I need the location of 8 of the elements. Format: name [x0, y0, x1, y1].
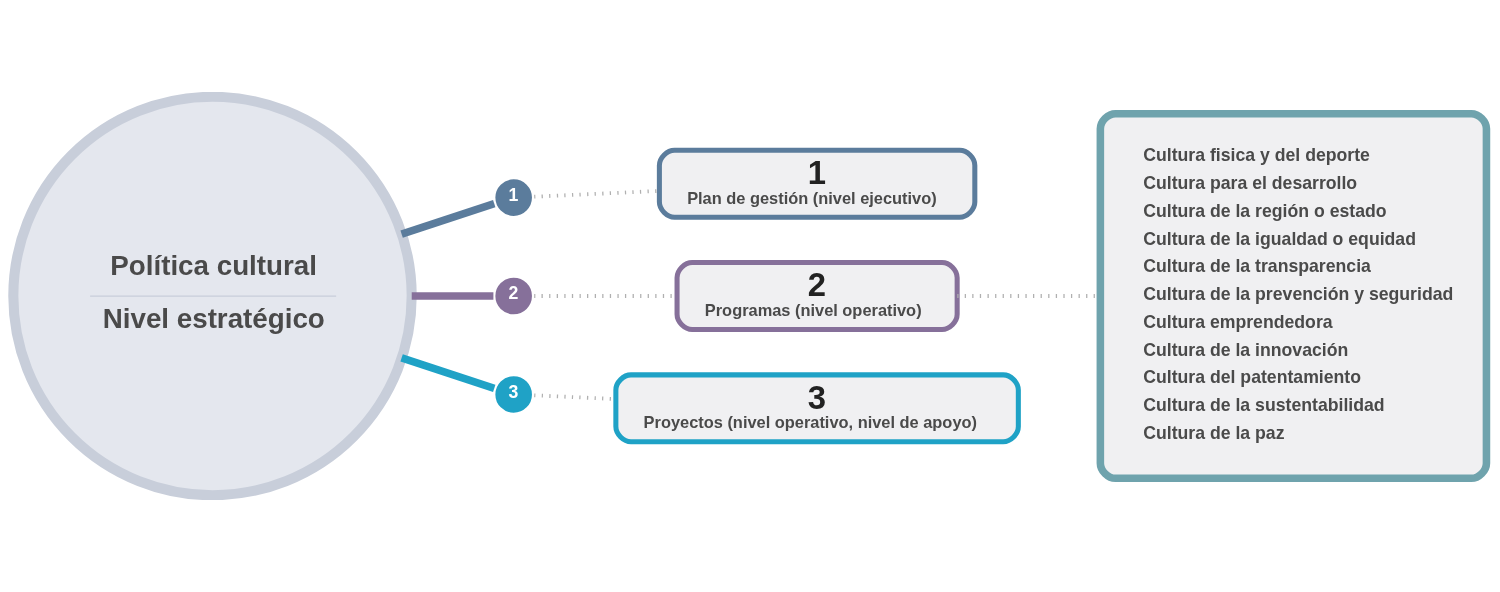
node-box: Cultura fisica y del deporte Cultura para el desarrollo Cultura de la región o estado Cultura de la igualdad o equidad Cultura de la transparencia Cultura de la prevención y seguridad Cultura emprendedora Cultura de la innovación Cultura del patentamiento Cultura de la sustentabilidad Cultura de la paz	[1096, 109, 1491, 483]
node-box: 2 Programas (nivel operativo)	[674, 260, 960, 332]
connector	[400, 354, 496, 393]
node-circle: Política cultural Nivel estratégico	[8, 92, 417, 500]
connector	[400, 199, 496, 238]
node-box: 1 Plan de gestión (nivel ejecutivo)	[656, 147, 978, 220]
node-box: 3 Proyectos (nivel operativo, nivel de apoyo)	[613, 372, 1021, 445]
connector	[411, 292, 494, 300]
